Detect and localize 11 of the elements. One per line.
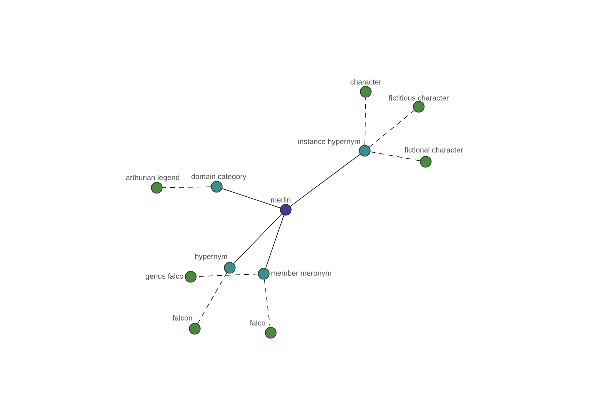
connector-line	[162, 186, 212, 188]
connector-line	[234, 214, 282, 264]
connector-line	[264, 279, 271, 328]
connector-line	[290, 154, 361, 207]
connector-line	[222, 188, 281, 208]
connector-line	[196, 274, 258, 278]
connector-line	[369, 110, 415, 148]
connector-line	[198, 272, 228, 324]
connector-line	[266, 215, 284, 269]
connector-line	[370, 152, 421, 162]
connector-line	[364, 98, 366, 146]
